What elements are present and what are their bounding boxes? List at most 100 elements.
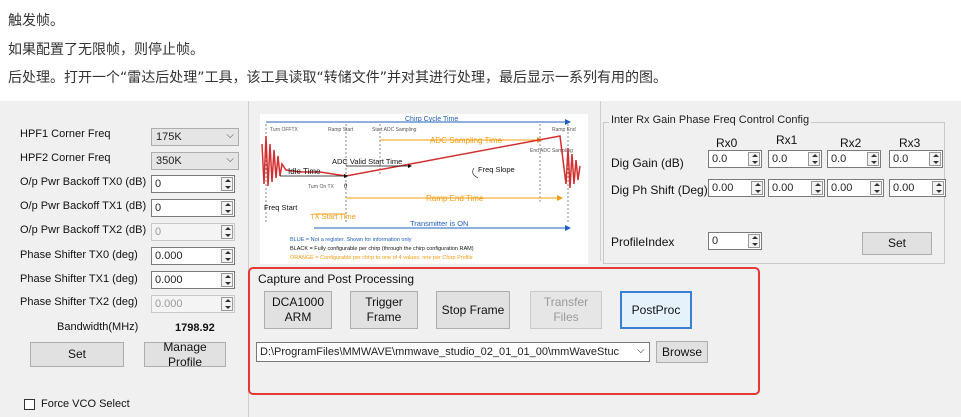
dump-path-select[interactable]: D:\ProgramFiles\MMWAVE\mmwave_studio_02_…	[256, 342, 650, 362]
dig-phase-rx1-input[interactable]: 0.00	[768, 179, 825, 197]
spin-arrows-icon[interactable]	[748, 152, 760, 166]
dig-gain-rx2-value: 0.0	[831, 153, 847, 165]
start-adc-text: Start ADC Sampling	[372, 127, 417, 133]
rx3-header: Rx3	[899, 136, 921, 150]
ramp-start-text: Ramp Start	[328, 127, 354, 133]
stop-frame-button[interactable]: Stop Frame	[436, 291, 510, 329]
rx-set-button[interactable]: Set	[862, 232, 932, 255]
profile-index-value: 0	[712, 235, 719, 247]
trigger-frame-button[interactable]: Trigger Frame	[350, 291, 418, 329]
ps2-value: 0.000	[155, 298, 183, 310]
adc-valid-text: ADC Valid Start Time	[332, 157, 402, 166]
spin-arrows-icon[interactable]	[221, 177, 233, 191]
chevron-down-icon[interactable]: ⌵	[637, 345, 645, 356]
dig-phase-label: Dig Ph Shift (Deg)	[611, 183, 708, 197]
dig-gain-label: Dig Gain (dB)	[611, 156, 684, 170]
ramp-end-time-text: Ramp End Time	[426, 194, 484, 203]
ps1-label: Phase Shifter TX1 (deg)	[20, 273, 138, 285]
legend-blue: BLUE = Not a register. Shown for informa…	[290, 237, 412, 243]
idle-time-text: Idle Time	[288, 167, 321, 176]
left-set-button[interactable]: Set	[30, 342, 124, 367]
chirp-waveform	[261, 135, 581, 189]
divider-left	[248, 101, 249, 417]
tx1-backoff-input[interactable]: 0	[151, 199, 235, 217]
freq-start-text: Freq Start	[264, 203, 298, 212]
doc-line-1: 触发帧。	[8, 13, 64, 29]
bandwidth-label: Bandwidth(MHz)	[57, 321, 139, 333]
spin-arrows-icon[interactable]	[221, 201, 233, 215]
spin-arrows-icon[interactable]	[932, 181, 944, 195]
ps2-label: Phase Shifter TX2 (deg)	[20, 296, 138, 308]
ps0-input[interactable]: 0.000	[151, 247, 235, 265]
spin-arrows-icon[interactable]	[870, 181, 882, 195]
freq-slope-arc	[472, 167, 479, 179]
chirp-timing-diagram: Chirp Cycle Time Turn OFFTX Ramp Start S…	[260, 114, 588, 264]
dig-gain-rx3-input[interactable]: 0.0	[889, 150, 943, 168]
tx1-backoff-value: 0	[155, 202, 162, 214]
hpf2-select[interactable]: 350K ⌵	[151, 152, 239, 170]
manage-profile-button[interactable]: Manage Profile	[144, 340, 226, 369]
dig-phase-rx2-input[interactable]: 0.00	[827, 179, 884, 197]
ramp-end-text: Ramp End	[552, 127, 576, 133]
end-adc-text: End ADC Sampling	[530, 148, 573, 154]
bandwidth-value: 1798.92	[175, 322, 215, 334]
spin-arrows-icon[interactable]	[867, 152, 879, 166]
hpf2-value: 350K	[156, 155, 182, 167]
dig-phase-rx3-input[interactable]: 0.00	[889, 179, 946, 197]
transfer-files-button[interactable]: Transfer Files	[530, 291, 602, 329]
transmitter-on-text: Transmitter is ON	[410, 219, 468, 228]
spin-arrows-icon[interactable]	[221, 273, 233, 287]
dig-phase-rx3-value: 0.00	[893, 182, 915, 194]
highlight-box	[248, 267, 760, 395]
hpf1-select[interactable]: 175K ⌵	[151, 128, 239, 146]
tx1-backoff-label: O/p Pwr Backoff TX1 (dB)	[20, 200, 147, 212]
doc-line-3: 后处理。打开一个“雷达后处理”工具，该工具读取“转储文件”并对其进行处理，最后显…	[8, 70, 668, 86]
profile-index-input[interactable]: 0	[708, 232, 762, 250]
spin-arrows-icon[interactable]	[751, 181, 763, 195]
dig-phase-rx1-value: 0.00	[772, 182, 794, 194]
spin-arrows-icon[interactable]	[808, 152, 820, 166]
legend-black: BLACK = Fully configurable per chirp (th…	[290, 246, 474, 252]
dig-gain-rx1-input[interactable]: 0.0	[768, 150, 822, 168]
freq-slope-text: Freq Slope	[478, 165, 515, 174]
tx0-backoff-input[interactable]: 0	[151, 175, 235, 193]
rx2-header: Rx2	[840, 136, 862, 150]
tx0-backoff-label: O/p Pwr Backoff TX0 (dB)	[20, 176, 147, 188]
hpf2-label: HPF2 Corner Freq	[20, 152, 111, 164]
dig-gain-rx2-input[interactable]: 0.0	[827, 150, 881, 168]
dump-path-value: D:\ProgramFiles\MMWAVE\mmwave_studio_02_…	[260, 346, 620, 358]
spin-arrows-icon[interactable]	[748, 234, 760, 248]
spin-arrows-icon[interactable]	[221, 297, 233, 311]
ps2-input[interactable]: 0.000	[151, 295, 235, 313]
spin-arrows-icon[interactable]	[929, 152, 941, 166]
divider-right	[600, 101, 601, 261]
ps1-input[interactable]: 0.000	[151, 271, 235, 289]
dig-phase-rx2-value: 0.00	[831, 182, 853, 194]
tx-start-text: TX Start Time	[310, 212, 356, 221]
spin-arrows-icon[interactable]	[221, 249, 233, 263]
dig-phase-rx0-input[interactable]: 0.00	[708, 179, 765, 197]
postproc-button[interactable]: PostProc	[620, 291, 692, 329]
ps0-label: Phase Shifter TX0 (deg)	[20, 249, 138, 261]
tx2-backoff-value: 0	[155, 226, 162, 238]
chirp-diagram-svg: Chirp Cycle Time Turn OFFTX Ramp Start S…	[261, 116, 581, 261]
tx2-backoff-label: O/p Pwr Backoff TX2 (dB)	[20, 224, 147, 236]
dca1000-arm-button[interactable]: DCA1000 ARM	[264, 291, 332, 329]
legend-orange: ORANGE = Configurable per chirp to one o…	[290, 255, 473, 261]
spin-arrows-icon[interactable]	[221, 225, 233, 239]
ps1-value: 0.000	[155, 274, 183, 286]
inter-rx-title: Inter Rx Gain Phase Freq Control Config	[609, 114, 812, 126]
tx0-backoff-value: 0	[155, 178, 162, 190]
browse-button[interactable]: Browse	[656, 341, 708, 363]
tx2-backoff-input[interactable]: 0	[151, 223, 235, 241]
chirp-cycle-text: Chirp Cycle Time	[405, 116, 458, 123]
force-vco-checkbox[interactable]	[24, 399, 35, 410]
turn-off-tx-text: Turn OFFTX	[270, 127, 299, 133]
force-vco-label: Force VCO Select	[41, 398, 130, 410]
adc-sampling-text: ADC Sampling Time	[430, 136, 503, 145]
rx0-header: Rx0	[716, 136, 738, 150]
rx1-header: Rx1	[776, 133, 798, 147]
spin-arrows-icon[interactable]	[811, 181, 823, 195]
dig-gain-rx0-input[interactable]: 0.0	[708, 150, 762, 168]
dig-gain-rx1-value: 0.0	[772, 153, 788, 165]
